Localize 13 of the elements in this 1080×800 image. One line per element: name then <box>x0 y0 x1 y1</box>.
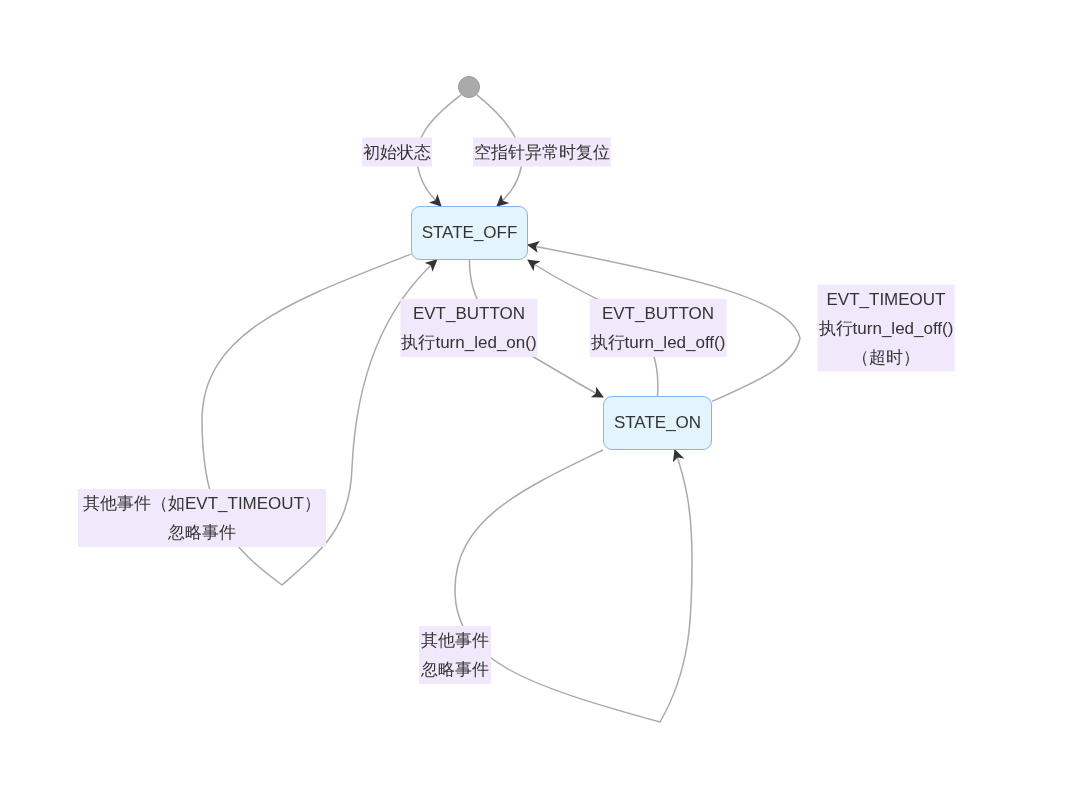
arrow <box>454 449 693 723</box>
edge-label: EVT_TIMEOUT 执行turn_led_off()（超时） <box>817 284 955 372</box>
edge-label: 空指针异常时复位 <box>473 137 611 167</box>
arrow <box>201 253 438 586</box>
edge-label: 其他事件忽略事件 <box>419 626 491 684</box>
state-box: STATE_OFF <box>411 206 528 260</box>
edge-label: EVT_BUTTON 执行turn_led_off() <box>589 299 727 357</box>
arrow <box>527 241 801 403</box>
edge-label: EVT_BUTTON 执行turn_led_on() <box>400 299 538 357</box>
start-circle <box>458 76 480 98</box>
edge-label: 其他事件（如EVT_TIMEOUT）忽略事件 <box>78 489 326 547</box>
edge-label: 初始状态 <box>362 137 432 167</box>
state-box: STATE_ON <box>603 396 712 450</box>
